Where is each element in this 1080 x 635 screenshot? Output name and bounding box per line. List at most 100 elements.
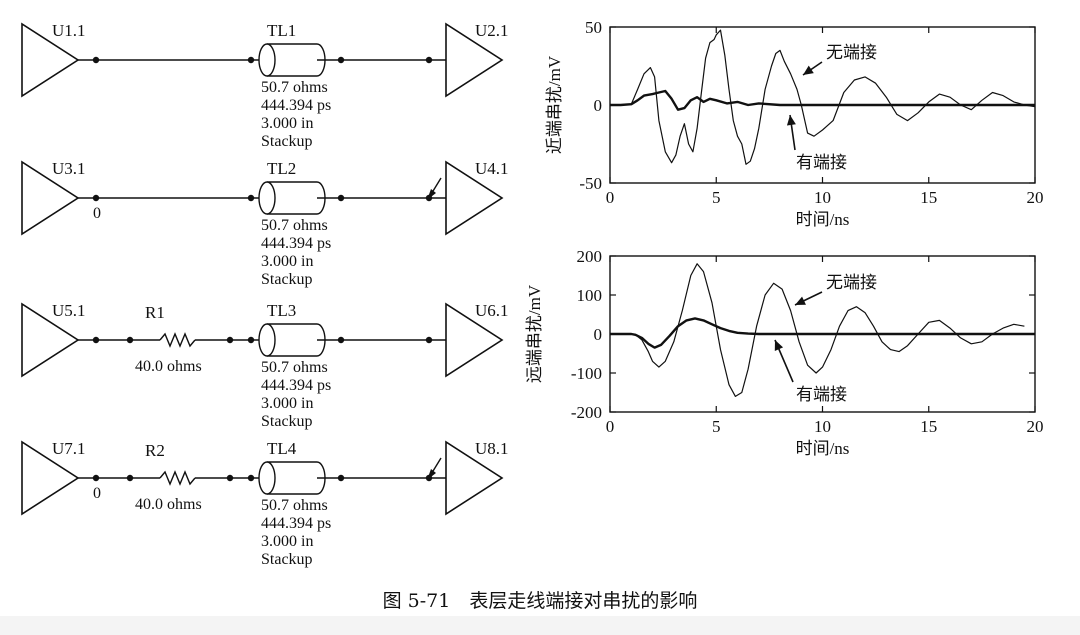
annotation-arrowhead-icon <box>803 65 814 75</box>
tline-property: 444.394 ps <box>261 515 331 532</box>
tline-property: 3.000 in <box>261 115 313 132</box>
receiver-label: U2.1 <box>475 21 509 40</box>
node-label: 0 <box>93 485 101 502</box>
tline-property: 3.000 in <box>261 253 313 270</box>
probe-arrowhead-icon <box>427 189 436 200</box>
junction-dot <box>247 474 255 482</box>
tline-property: 50.7 ohms <box>261 217 328 234</box>
series-unterminated-line <box>610 29 1036 165</box>
bottom-margin-strip <box>0 616 1080 635</box>
junction-dot <box>247 56 255 64</box>
x-tick-label: 5 <box>712 188 721 207</box>
x-tick-label: 20 <box>1027 188 1044 207</box>
y-tick-label: 50 <box>585 18 602 37</box>
x-axis-label: 时间/ns <box>796 210 850 229</box>
tline-property: 50.7 ohms <box>261 359 328 376</box>
junction-dot <box>226 474 234 482</box>
annotation-label: 无端接 <box>826 273 877 292</box>
y-axis-label: 近端串扰/mV <box>545 55 564 154</box>
x-tick-label: 15 <box>920 188 937 207</box>
annotation-arrowhead-icon <box>774 340 784 351</box>
junction-dot <box>92 336 100 344</box>
annotation-arrowhead-icon <box>795 296 806 305</box>
y-tick-label: 200 <box>577 247 603 266</box>
junction-dot <box>126 336 134 344</box>
junction-dot <box>337 336 345 344</box>
x-tick-label: 15 <box>920 417 937 436</box>
x-tick-label: 5 <box>712 417 721 436</box>
junction-dot <box>92 56 100 64</box>
driver-buffer-icon <box>21 22 80 98</box>
junction-dot <box>425 56 433 64</box>
tline-property: 444.394 ps <box>261 97 331 114</box>
annotation-label: 无端接 <box>826 43 877 62</box>
tline-property: Stackup <box>261 271 313 288</box>
tline-property: 3.000 in <box>261 395 313 412</box>
driver-label: U7.1 <box>52 439 86 458</box>
y-tick-label: -100 <box>571 364 602 383</box>
y-tick-label: 0 <box>594 325 603 344</box>
junction-dot <box>92 474 100 482</box>
x-tick-label: 10 <box>814 417 831 436</box>
y-axis-label: 远端串扰/mV <box>525 284 544 383</box>
series-terminated-line <box>610 89 1035 111</box>
x-tick-label: 0 <box>606 417 615 436</box>
x-axis-label: 时间/ns <box>796 439 850 458</box>
driver-buffer-icon <box>21 440 80 516</box>
resistor-icon <box>159 332 196 348</box>
receiver-label: U6.1 <box>475 301 509 320</box>
junction-dot <box>226 336 234 344</box>
tline-property: 444.394 ps <box>261 235 331 252</box>
x-tick-label: 0 <box>606 188 615 207</box>
annotation-arrowhead-icon <box>786 115 796 126</box>
y-tick-label: -200 <box>571 403 602 422</box>
junction-dot <box>92 194 100 202</box>
driver-buffer-icon <box>21 302 80 378</box>
y-tick-label: 100 <box>577 286 603 305</box>
y-tick-label: -50 <box>579 174 602 193</box>
resistor-name: R1 <box>145 303 165 322</box>
junction-dot <box>337 474 345 482</box>
resistor-name: R2 <box>145 441 165 460</box>
receiver-label: U4.1 <box>475 159 509 178</box>
junction-dot <box>337 194 345 202</box>
tline-name: TL1 <box>267 21 296 40</box>
receiver-label: U8.1 <box>475 439 509 458</box>
x-tick-label: 20 <box>1027 417 1044 436</box>
junction-dot <box>247 336 255 344</box>
figure-caption: 图 5-71 表层走线端接对串扰的影响 <box>382 590 698 612</box>
node-label: 0 <box>93 205 101 222</box>
tline-icon <box>258 323 276 357</box>
x-tick-label: 10 <box>814 188 831 207</box>
series-terminated-line <box>610 317 1035 349</box>
tline-property: 444.394 ps <box>261 377 331 394</box>
tline-property: Stackup <box>261 413 313 430</box>
resistor-value: 40.0 ohms <box>135 496 202 513</box>
annotation-label: 有端接 <box>796 153 847 172</box>
tline-property: 50.7 ohms <box>261 497 328 514</box>
y-tick-label: 0 <box>594 96 603 115</box>
probe-arrowhead-icon <box>427 469 436 480</box>
resistor-icon <box>159 470 196 486</box>
driver-label: U5.1 <box>52 301 86 320</box>
tline-icon <box>258 181 276 215</box>
driver-label: U1.1 <box>52 21 86 40</box>
driver-label: U3.1 <box>52 159 86 178</box>
tline-name: TL4 <box>267 439 297 458</box>
tline-property: Stackup <box>261 133 313 150</box>
junction-dot <box>425 336 433 344</box>
tline-name: TL3 <box>267 301 296 320</box>
junction-dot <box>126 474 134 482</box>
tline-property: Stackup <box>261 551 313 568</box>
tline-icon <box>258 43 276 77</box>
resistor-value: 40.0 ohms <box>135 358 202 375</box>
